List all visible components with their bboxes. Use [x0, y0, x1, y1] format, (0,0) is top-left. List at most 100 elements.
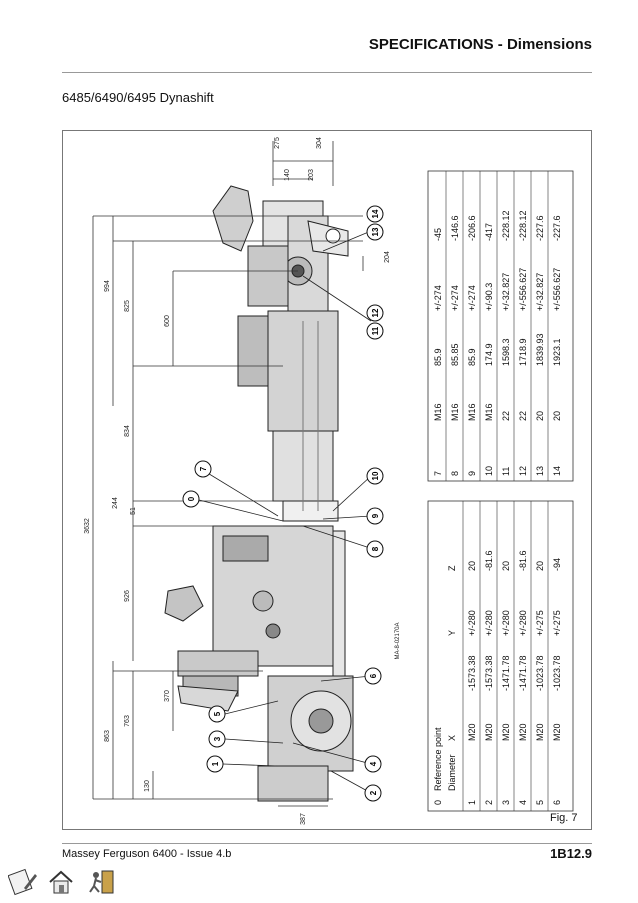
- callout-13: 13: [371, 227, 380, 236]
- table-header-cell: X: [447, 735, 457, 741]
- table-cell: 6: [552, 800, 562, 805]
- table-cell: 10: [484, 466, 494, 476]
- table-cell: +/-32.827: [535, 273, 545, 311]
- table-header-cell: Reference point: [433, 727, 443, 791]
- callout-3-circle: [208, 730, 226, 748]
- table-cell: +/-275: [535, 610, 545, 636]
- dim-140: 140: [284, 169, 291, 181]
- callout-leaders: [194, 230, 374, 794]
- table-cell: M16: [467, 403, 477, 421]
- dim-51: 51: [130, 507, 137, 515]
- table-cell: M20: [518, 723, 528, 741]
- table-cell: M16: [484, 403, 494, 421]
- table-cell: -81.6: [484, 550, 494, 571]
- table-cell: +/-556.627: [518, 268, 528, 311]
- reference-point-tables: 7M1685.9+/-274-458M1685.85+/-274-146.69M…: [427, 170, 574, 812]
- table-cell: 14: [552, 466, 562, 476]
- table-cell: 13: [535, 466, 545, 476]
- table-cell: -228.12: [518, 210, 528, 241]
- table-cell: 1839.93: [535, 333, 545, 366]
- table-cell: 85.9: [467, 348, 477, 366]
- dim-994: 994: [104, 280, 111, 292]
- callout-12-circle: [366, 304, 384, 322]
- table-cell: -417: [484, 223, 494, 241]
- callout-14-circle: [366, 205, 384, 223]
- callout-7: 7: [199, 466, 208, 471]
- header-divider: [62, 72, 592, 73]
- table-header-cell: Y: [447, 630, 457, 636]
- callout-1-circle: [206, 755, 224, 773]
- dimension-lines: [92, 141, 364, 807]
- table-cell: -1471.78: [501, 655, 511, 691]
- table-cell: 1: [467, 800, 477, 805]
- dim-204: 204: [384, 251, 391, 263]
- dim-825: 825: [124, 300, 131, 312]
- table-cell: -1471.78: [518, 655, 528, 691]
- table-cell: +/-274: [450, 285, 460, 311]
- callout-11: 11: [371, 326, 380, 335]
- home-icon[interactable]: [46, 868, 76, 896]
- table-cell: +/-556.627: [552, 268, 562, 311]
- dim-834: 834: [124, 425, 131, 437]
- table-cell: -227.6: [535, 215, 545, 241]
- table-cell: +/-280: [484, 610, 494, 636]
- table-cell: M16: [433, 403, 443, 421]
- callout-4: 4: [369, 761, 378, 766]
- dim-244: 244: [112, 497, 119, 509]
- dim-304: 304: [316, 137, 323, 149]
- tractor-dimension-drawing: 3632 994 825 600 834 244 51 926 863 763 …: [84, 137, 574, 825]
- table-cell: 22: [518, 411, 528, 421]
- table-cell: 0: [433, 800, 443, 805]
- drawing-code: MA-8-02170A: [395, 622, 401, 659]
- callout-6: 6: [369, 673, 378, 678]
- exit-icon[interactable]: [86, 868, 116, 896]
- table-cell: +/-274: [433, 285, 443, 311]
- table-cell: 11: [501, 467, 511, 476]
- tractor-outline: [164, 185, 354, 802]
- table-cell: 1923.1: [552, 338, 562, 366]
- dim-600: 600: [164, 315, 171, 327]
- table-cell: +/-280: [518, 610, 528, 636]
- table-cell: 20: [467, 561, 477, 571]
- table-cell: +/-32.827: [501, 273, 511, 311]
- table-header-cell: Z: [447, 565, 457, 571]
- table-cell: +/-280: [467, 610, 477, 636]
- callout-2: 2: [369, 790, 378, 795]
- callout-5-circle: [208, 705, 226, 723]
- table-cell: 85.9: [433, 348, 443, 366]
- edit-icon[interactable]: [7, 868, 38, 896]
- table-cell: 9: [467, 471, 477, 476]
- table-cell: -227.6: [552, 215, 562, 241]
- model-subtitle: 6485/6490/6495 Dynashift: [62, 90, 214, 105]
- table-cell: 20: [535, 561, 545, 571]
- callout-0-circle: [182, 490, 200, 508]
- table-cell: -1573.38: [484, 655, 494, 691]
- table-cell: -206.6: [467, 215, 477, 241]
- callout-10-circle: [366, 467, 384, 485]
- footer-title: Massey Ferguson 6400 - Issue 4.b: [62, 848, 232, 860]
- table-cell: 4: [518, 800, 528, 805]
- table-cell: +/-275: [552, 610, 562, 636]
- table-cell: M20: [552, 723, 562, 741]
- rear-table-frame: [427, 170, 574, 482]
- table-cell: 174.9: [484, 343, 494, 366]
- table-cell: 7: [433, 471, 443, 476]
- dim-863: 863: [104, 730, 111, 742]
- table-cell: +/-280: [501, 610, 511, 636]
- table-cell: -1573.38: [467, 655, 477, 691]
- table-cell: 3: [501, 800, 511, 805]
- callout-2-circle: [364, 784, 382, 802]
- footer-divider: [62, 843, 592, 844]
- table-cell: 1598.3: [501, 338, 511, 366]
- callout-11-circle: [366, 322, 384, 340]
- callout-3: 3: [213, 736, 222, 741]
- callout-6-circle: [364, 667, 382, 685]
- main-table-frame: [427, 500, 574, 812]
- dim-3632: 3632: [84, 518, 91, 534]
- table-cell: M16: [450, 403, 460, 421]
- dimension-labels: 3632 994 825 600 834 244 51 926 863 763 …: [84, 137, 401, 825]
- table-cell: 20: [535, 411, 545, 421]
- table-cell: +/-274: [467, 285, 477, 311]
- callout-group: 1 2 3 4 5 6 7 0 8 9 10 11 12 13 14: [182, 205, 384, 802]
- table-cell: M20: [484, 723, 494, 741]
